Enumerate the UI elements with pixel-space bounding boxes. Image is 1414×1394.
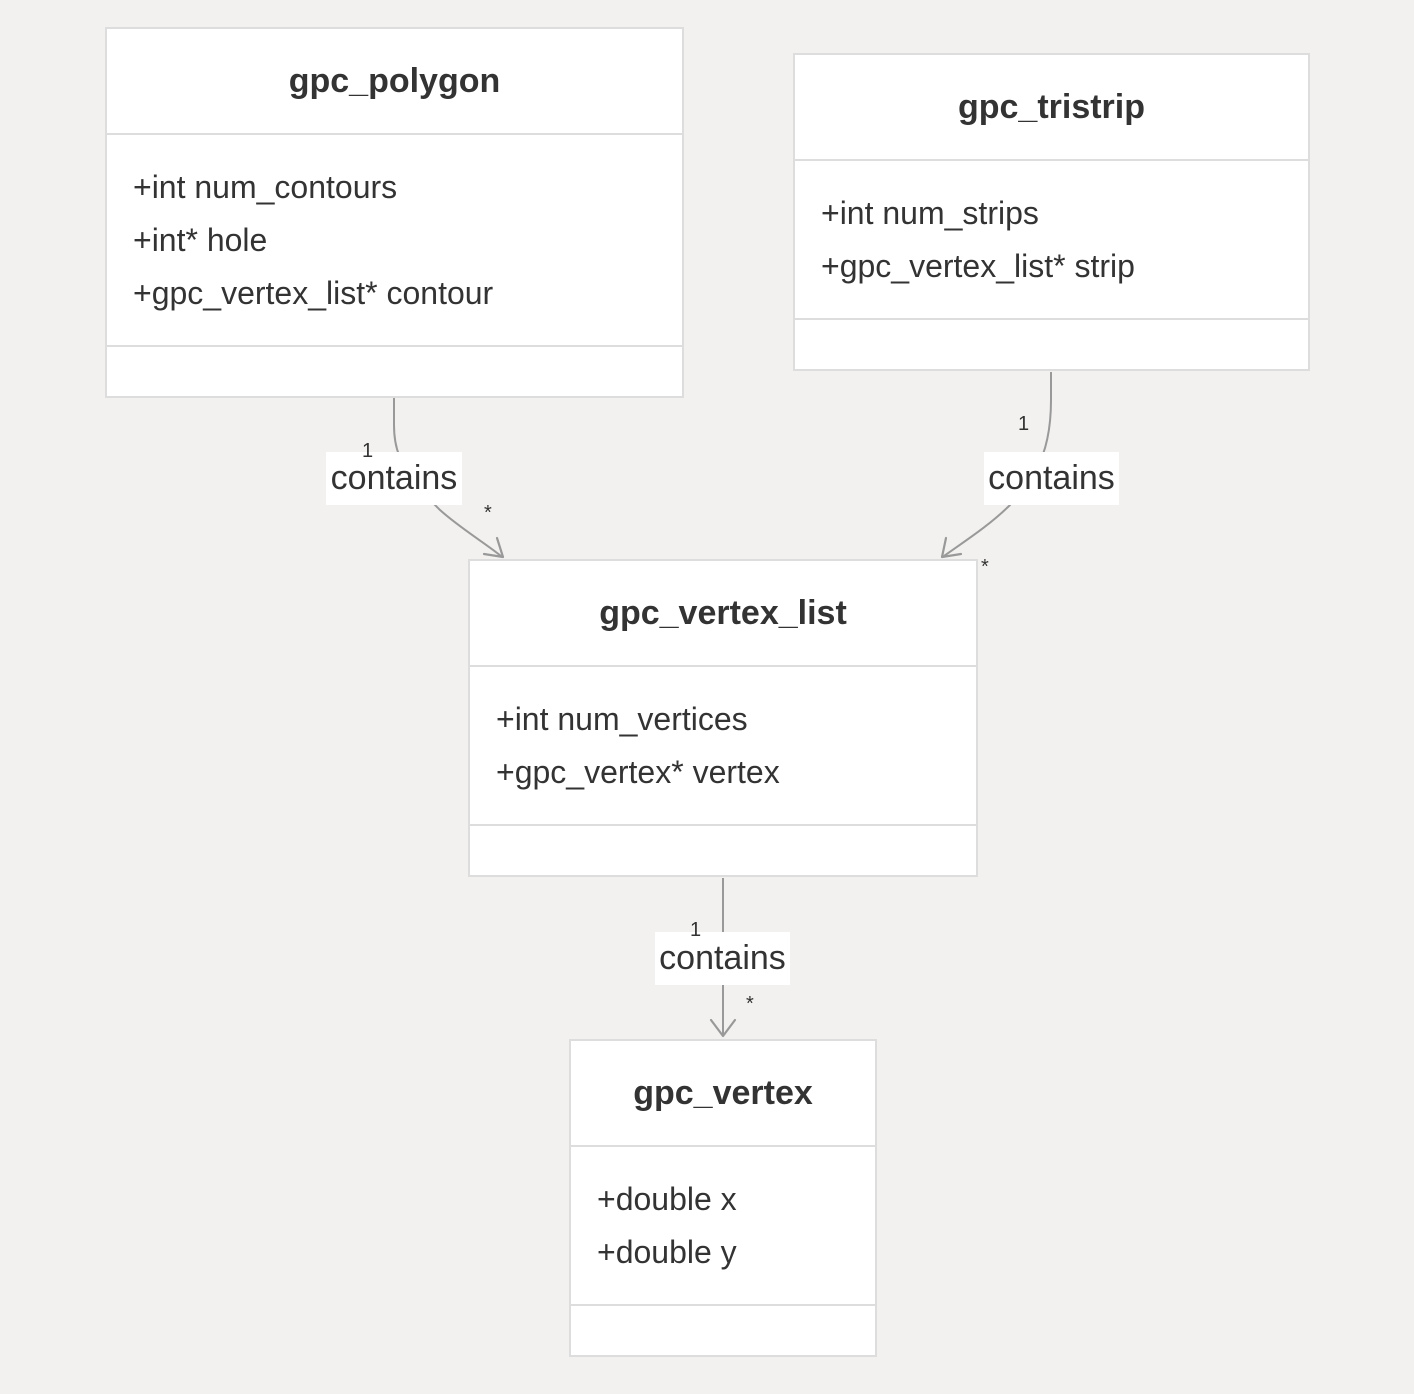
multiplicity-vertex-list-source: 1 bbox=[690, 919, 702, 941]
class-gpc-vertex[interactable]: gpc_vertex +double x +double y bbox=[569, 1039, 877, 1357]
class-methods bbox=[795, 320, 1308, 369]
class-methods bbox=[571, 1306, 875, 1355]
attribute: +double y bbox=[597, 1233, 737, 1270]
class-methods bbox=[470, 826, 976, 875]
class-gpc-tristrip[interactable]: gpc_tristrip +int num_strips +gpc_vertex… bbox=[793, 53, 1310, 371]
attribute: +double x bbox=[597, 1180, 737, 1217]
multiplicity-vertex-list-target: * bbox=[746, 993, 754, 1015]
multiplicity-polygon-source: 1 bbox=[362, 440, 374, 462]
attribute: +int num_strips bbox=[821, 194, 1039, 231]
arrow-head-vertex-list-to-vertex bbox=[709, 1018, 737, 1038]
edge-label-tristrip-contains: contains bbox=[984, 452, 1119, 505]
class-gpc-polygon[interactable]: gpc_polygon +int num_contours +int* hole… bbox=[105, 27, 684, 398]
attribute: +int num_contours bbox=[133, 168, 398, 205]
attribute: +int* hole bbox=[133, 221, 268, 258]
edge-label-vertex-list-contains: contains bbox=[655, 932, 790, 985]
class-attributes: +int num_strips +gpc_vertex_list* strip bbox=[795, 161, 1308, 320]
attribute: +int num_vertices bbox=[496, 700, 748, 737]
class-attributes: +double x +double y bbox=[571, 1147, 875, 1306]
class-title: gpc_tristrip bbox=[795, 55, 1308, 161]
attribute: +gpc_vertex_list* strip bbox=[821, 247, 1135, 284]
edge-label-polygon-contains: contains bbox=[326, 452, 462, 505]
class-methods bbox=[107, 347, 682, 396]
class-title: gpc_vertex bbox=[571, 1041, 875, 1147]
arrow-head-polygon-to-vertex-list bbox=[482, 536, 505, 559]
multiplicity-tristrip-target: * bbox=[981, 556, 989, 578]
class-title: gpc_vertex_list bbox=[470, 561, 976, 667]
multiplicity-polygon-target: * bbox=[484, 502, 492, 524]
multiplicity-tristrip-source: 1 bbox=[1018, 413, 1030, 435]
attribute: +gpc_vertex* vertex bbox=[496, 753, 780, 790]
arrow-head-tristrip-to-vertex-list bbox=[940, 536, 963, 559]
class-attributes: +int num_vertices +gpc_vertex* vertex bbox=[470, 667, 976, 826]
class-gpc-vertex-list[interactable]: gpc_vertex_list +int num_vertices +gpc_v… bbox=[468, 559, 978, 877]
class-attributes: +int num_contours +int* hole +gpc_vertex… bbox=[107, 135, 682, 347]
attribute: +gpc_vertex_list* contour bbox=[133, 274, 494, 311]
class-title: gpc_polygon bbox=[107, 29, 682, 135]
